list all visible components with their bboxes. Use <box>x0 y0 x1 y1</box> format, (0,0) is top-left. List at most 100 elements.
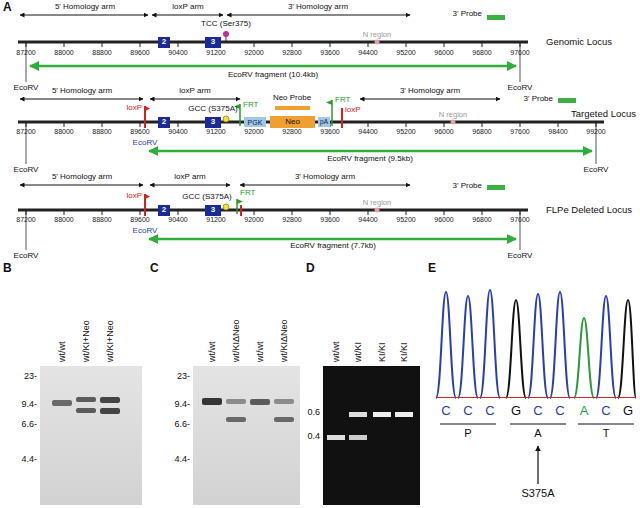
axis-number: 95200 <box>396 49 415 56</box>
frt-label: FRT <box>243 101 258 109</box>
region-label: N region <box>439 111 467 119</box>
locus-label: Targeted Locus <box>571 109 636 119</box>
axis-number: 92000 <box>244 216 263 223</box>
axis-number: 99200 <box>586 128 605 135</box>
annotation-label: Neo Probe <box>273 94 311 102</box>
axis-number: 88000 <box>54 49 73 56</box>
axis-number: 93600 <box>320 216 339 223</box>
lane-label: wt/wt <box>331 341 342 362</box>
locus-label: FLPe Deleted Locus <box>546 205 632 215</box>
axis-number: 94400 <box>358 216 377 223</box>
annotation-label: GCC (S375A) <box>188 105 237 113</box>
flpe-deleted-locus-art-part <box>487 185 505 190</box>
annotation-label: EcoRV <box>14 252 39 260</box>
node-text: pA <box>320 119 328 126</box>
southern-blot-b-part <box>52 400 72 406</box>
annotation-label: 3' Probe <box>452 182 482 190</box>
sequence-chromatogram-part <box>436 290 616 398</box>
loxp-label: loxP <box>345 106 361 114</box>
annotation-label: EcoRV fragment (9.5kb) <box>327 155 413 163</box>
base-call: G <box>511 404 521 417</box>
annotation-label: 3' Homology arm <box>295 173 355 181</box>
genomic-locus-art-part <box>375 40 380 45</box>
panel-letter: D <box>306 262 315 274</box>
exon-box: 2 <box>158 37 170 48</box>
axis-number: 95200 <box>396 216 415 223</box>
flpe-deleted-locus-art-part <box>240 205 242 216</box>
axis-number: 97600 <box>510 49 529 56</box>
exon-box: 2 <box>158 205 170 216</box>
size-marker: 6.6- <box>174 420 190 429</box>
targeted-locus-art-part <box>20 99 143 100</box>
annotation-label: EcoRV <box>14 84 39 92</box>
axis-number: 92000 <box>244 49 263 56</box>
southern-blot-b-part <box>76 408 96 413</box>
axis-number: 91200 <box>206 128 225 135</box>
annotation-label: EcoRV <box>584 166 609 174</box>
node-text: 3 <box>211 118 215 126</box>
genomic-locus-art-part <box>227 15 410 16</box>
axis-number: 89600 <box>130 49 149 56</box>
southern-blot-b <box>40 366 142 505</box>
node-text: 3 <box>211 38 215 46</box>
annotation-label: EcoRV fragment (10.4kb) <box>228 71 318 79</box>
annotation-label: EcoRV <box>14 166 39 174</box>
panel-letter: E <box>428 262 436 274</box>
genomic-locus-art-part <box>30 65 516 68</box>
panel-letter: B <box>3 262 12 274</box>
southern-blot-c-part <box>226 417 246 422</box>
axis-number: 94400 <box>358 128 377 135</box>
pcr-gel-d-part <box>349 435 367 440</box>
exon-box: 3 <box>205 205 221 216</box>
targeted-locus-art <box>18 98 604 164</box>
amino-acid-label: P <box>464 428 471 439</box>
node-text: 2 <box>162 206 166 214</box>
annotation-label: EcoRV fragment (7.7kb) <box>290 242 376 250</box>
axis-number: 91200 <box>206 49 225 56</box>
lane-label: KI/KI <box>377 342 388 362</box>
flpe-deleted-locus-art-part <box>26 211 520 215</box>
sequence-chromatogram-part <box>436 397 636 398</box>
sequence-chromatogram-part <box>574 318 594 398</box>
southern-blot-c-part <box>274 399 294 404</box>
locus-label: Genomic Locus <box>546 37 612 47</box>
base-call: C <box>601 404 610 417</box>
node-text: 2 <box>162 118 166 126</box>
axis-number: 89600 <box>130 128 149 135</box>
axis-number: 97600 <box>510 128 529 135</box>
size-marker: 0.6 <box>307 408 320 417</box>
flpe-deleted-locus-art-part <box>18 209 528 212</box>
node-text: Neo <box>285 118 300 126</box>
annotation-label: 5' Homology arm <box>55 3 115 11</box>
base-call: C <box>441 404 450 417</box>
genomic-locus-art <box>18 15 528 82</box>
node-text: 2 <box>162 38 166 46</box>
lane-label: wt/wt <box>57 341 68 362</box>
annotation-label: 5' Homology arm <box>52 173 112 181</box>
axis-number: 94400 <box>358 49 377 56</box>
axis-number: 93600 <box>320 49 339 56</box>
axis-number: 87200 <box>16 216 35 223</box>
targeted-locus-art-part <box>149 150 592 153</box>
size-marker: 4.4- <box>21 455 37 464</box>
genomic-locus-art-part <box>26 43 520 47</box>
axis-number: 90400 <box>168 216 187 223</box>
flpe-deleted-locus-art-part <box>237 199 243 204</box>
lane-label: KI/KI <box>399 342 410 362</box>
size-marker: 23- <box>177 372 190 381</box>
pgk-promoter-box: PGK <box>244 117 266 127</box>
axis-number: 92000 <box>244 128 263 135</box>
amino-acid-label: A <box>534 428 541 439</box>
base-call: A <box>580 404 589 417</box>
southern-blot-c-part <box>250 399 270 405</box>
targeted-locus-art-part <box>326 100 332 105</box>
targeted-locus-art-part <box>150 99 240 100</box>
axis-number: 91200 <box>206 216 225 223</box>
frt-label: FRT <box>335 96 350 104</box>
genomic-locus-art-part <box>18 41 528 44</box>
axis-number: 92800 <box>282 49 301 56</box>
flpe-deleted-locus-art <box>18 185 528 250</box>
loxp-label: loxP <box>126 104 142 112</box>
size-marker: 6.6- <box>21 420 37 429</box>
genomic-locus-art-part <box>223 31 229 37</box>
